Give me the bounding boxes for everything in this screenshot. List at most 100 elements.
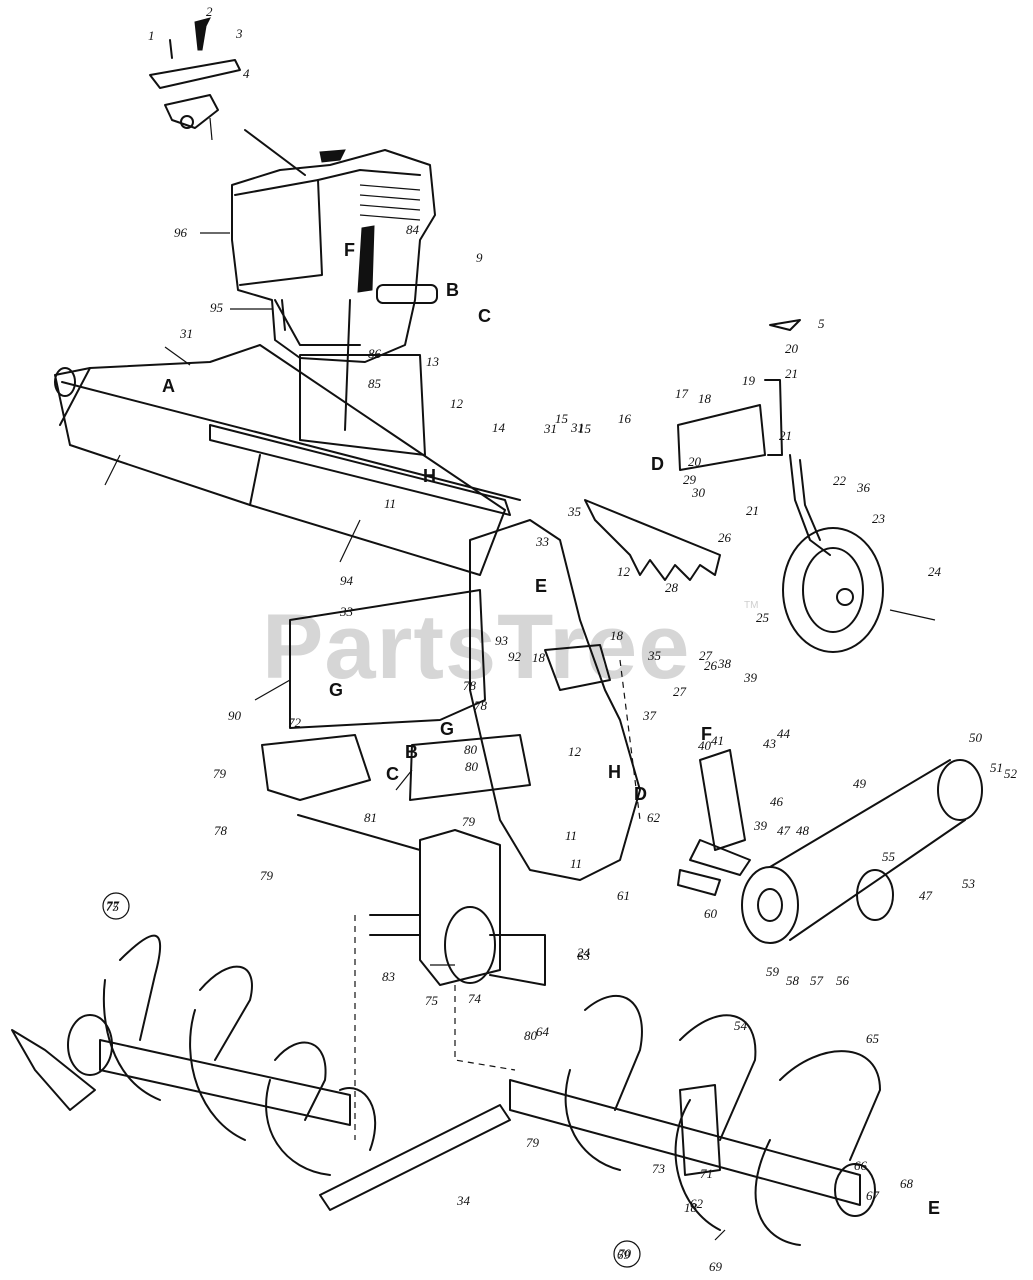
part-label-58: 58 bbox=[786, 973, 800, 988]
part-label-24: 24 bbox=[928, 564, 942, 579]
part-label-47: 47 bbox=[919, 888, 933, 903]
part-label-68: 68 bbox=[900, 1176, 914, 1191]
part-label-36: 36 bbox=[856, 480, 871, 495]
part-label-31: 31 bbox=[179, 326, 193, 341]
part-label-72: 72 bbox=[288, 715, 302, 730]
reference-letter-B: B bbox=[405, 742, 418, 762]
circled-label-69: 69 bbox=[617, 1247, 631, 1262]
tine-assembly-left bbox=[11, 934, 377, 1176]
reference-letter-E: E bbox=[928, 1198, 940, 1218]
tine-assembly-right bbox=[509, 994, 881, 1246]
part-label-77: 77 bbox=[106, 898, 120, 913]
part-label-59: 59 bbox=[766, 964, 780, 979]
tine-hub-plate bbox=[369, 829, 546, 986]
part-label-44: 44 bbox=[777, 726, 791, 741]
part-label-22: 22 bbox=[833, 473, 847, 488]
part-label-55: 55 bbox=[882, 849, 896, 864]
part-label-35: 35 bbox=[567, 504, 582, 519]
part-label-48: 48 bbox=[796, 823, 810, 838]
part-label-24: 24 bbox=[577, 945, 591, 960]
part-label-18: 18 bbox=[610, 628, 624, 643]
part-label-78: 78 bbox=[214, 823, 228, 838]
engine bbox=[231, 149, 438, 363]
watermark-trademark: TM bbox=[744, 600, 758, 611]
part-label-75: 75 bbox=[425, 993, 439, 1008]
part-label-2: 2 bbox=[206, 4, 213, 19]
part-label-15: 15 bbox=[555, 411, 569, 426]
part-label-3: 3 bbox=[235, 26, 243, 41]
part-label-19: 19 bbox=[742, 373, 756, 388]
part-label-37: 37 bbox=[642, 708, 657, 723]
part-label-79: 79 bbox=[462, 814, 476, 829]
part-label-43: 43 bbox=[763, 736, 777, 751]
part-label-63: 63 bbox=[577, 948, 591, 963]
part-label-79: 79 bbox=[526, 1135, 540, 1150]
repeated-part-labels: 11 12 12 21 26 18 18 18 39 47 35 15 20 2… bbox=[213, 420, 933, 1215]
part-label-11: 11 bbox=[384, 496, 396, 511]
part-label-66: 66 bbox=[854, 1158, 868, 1173]
reference-letter-G: G bbox=[329, 680, 343, 700]
throttle-bracket bbox=[149, 17, 241, 141]
depth-bar bbox=[584, 499, 721, 581]
part-label-41: 41 bbox=[711, 733, 724, 748]
part-label-34: 34 bbox=[456, 1193, 471, 1208]
reference-letter-F: F bbox=[344, 240, 355, 260]
transmission-housing bbox=[261, 519, 641, 881]
part-label-13: 13 bbox=[426, 354, 440, 369]
part-label-18: 18 bbox=[684, 1200, 698, 1215]
watermark-text: PartsTree bbox=[262, 596, 690, 698]
part-label-46: 46 bbox=[770, 794, 784, 809]
assembly-guide-lines bbox=[354, 659, 641, 1140]
reference-letter-H: H bbox=[423, 466, 436, 486]
part-label-4: 4 bbox=[243, 66, 250, 81]
tine-shield bbox=[54, 344, 521, 576]
part-label-73: 73 bbox=[652, 1161, 666, 1176]
part-label-93: 93 bbox=[495, 633, 509, 648]
part-label-20: 20 bbox=[785, 341, 799, 356]
part-label-31: 31 bbox=[543, 421, 557, 436]
part-label-14: 14 bbox=[492, 420, 506, 435]
part-label-27: 27 bbox=[699, 648, 713, 663]
part-label-1: 1 bbox=[148, 28, 155, 43]
part-label-27: 27 bbox=[673, 684, 687, 699]
part-label-57: 57 bbox=[810, 973, 824, 988]
main-beam bbox=[209, 299, 511, 516]
reference-letters: A B C F H D E G G B C H D F E bbox=[162, 240, 940, 1218]
part-label-18: 18 bbox=[698, 391, 712, 406]
part-label-62: 62 bbox=[647, 810, 661, 825]
circled-label-69-ring bbox=[613, 1240, 641, 1268]
part-label-12: 12 bbox=[568, 744, 582, 759]
reference-letter-F: F bbox=[701, 724, 712, 744]
part-label-21: 21 bbox=[779, 428, 792, 443]
part-label-23: 23 bbox=[872, 511, 886, 526]
part-label-80: 80 bbox=[524, 1028, 538, 1043]
part-label-11: 11 bbox=[570, 856, 582, 871]
part-label-83: 83 bbox=[382, 969, 396, 984]
part-label-86: 86 bbox=[368, 346, 382, 361]
reference-letter-H: H bbox=[608, 762, 621, 782]
part-label-84: 84 bbox=[406, 222, 420, 237]
part-label-79: 79 bbox=[213, 766, 227, 781]
reference-letter-E: E bbox=[535, 576, 547, 596]
part-label-5: 5 bbox=[818, 316, 825, 331]
leader-lines bbox=[104, 232, 726, 1241]
part-label-90: 90 bbox=[228, 708, 242, 723]
reference-letter-C: C bbox=[478, 306, 491, 326]
part-label-67: 67 bbox=[866, 1188, 880, 1203]
control-lever bbox=[357, 225, 375, 293]
part-label-9: 9 bbox=[476, 250, 483, 265]
part-label-33: 33 bbox=[535, 534, 550, 549]
part-label-78: 78 bbox=[474, 698, 488, 713]
part-label-16: 16 bbox=[618, 411, 632, 426]
part-label-40: 40 bbox=[698, 738, 712, 753]
reference-letter-A: A bbox=[162, 376, 175, 396]
part-label-15: 15 bbox=[578, 421, 592, 436]
part-label-81: 81 bbox=[364, 810, 377, 825]
part-label-17: 17 bbox=[675, 386, 689, 401]
part-label-11: 11 bbox=[565, 828, 577, 843]
part-label-70: 70 bbox=[618, 1246, 632, 1261]
part-label-25: 25 bbox=[756, 610, 770, 625]
part-label-54: 54 bbox=[734, 1018, 748, 1033]
part-label-60: 60 bbox=[704, 906, 718, 921]
